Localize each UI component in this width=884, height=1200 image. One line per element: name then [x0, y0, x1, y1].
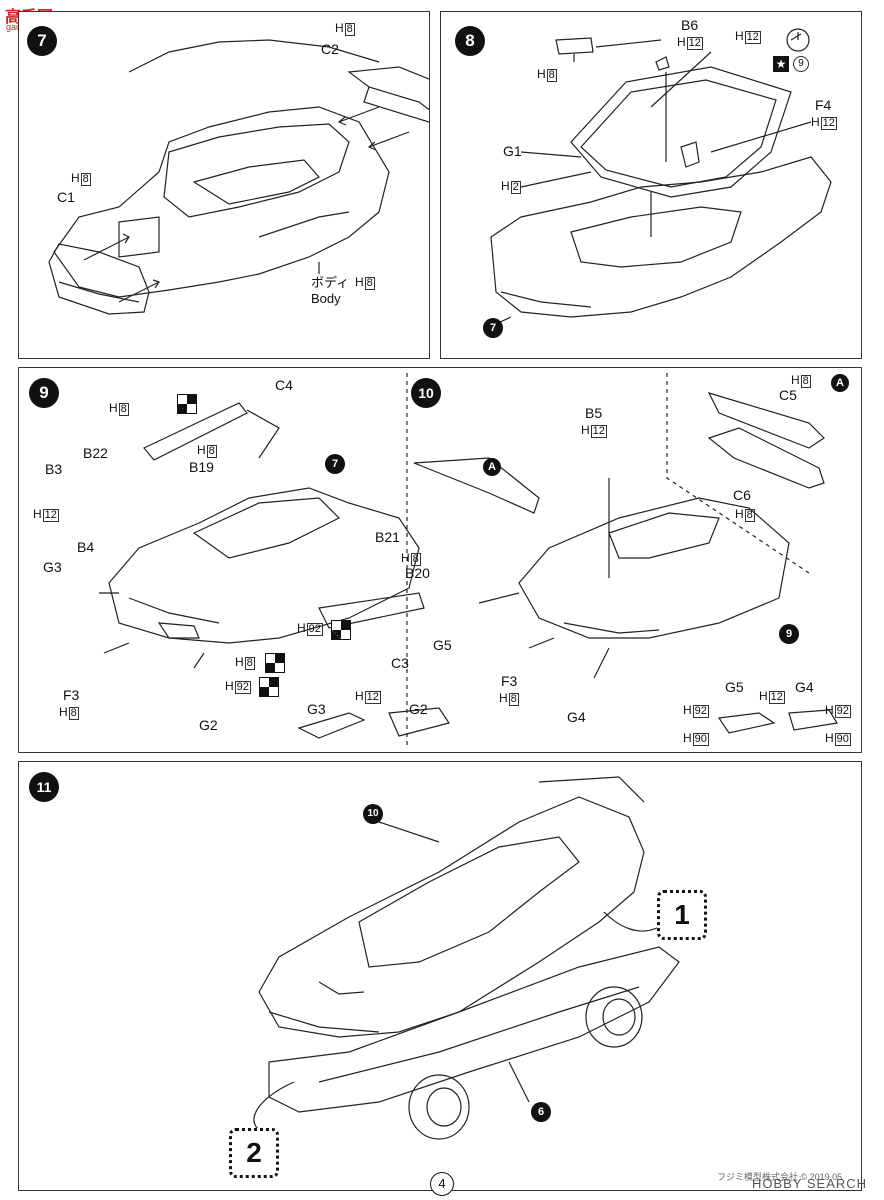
callout-2: 2: [229, 1128, 279, 1178]
part-label-g2-ring: G2: [409, 701, 428, 717]
part-label-b6: B6: [681, 17, 699, 33]
part-label-b3: B3: [45, 461, 63, 477]
part-label-b21: B21: [375, 529, 400, 545]
source-watermark: HOBBY SEARCH: [752, 1176, 868, 1191]
page-number: 4: [430, 1172, 454, 1196]
ref-step-10: 10: [363, 804, 383, 824]
star-marker-icon: ★: [773, 56, 789, 72]
part-label-body-jp: ボディ: [311, 275, 350, 290]
ref-step-7: 7: [325, 454, 345, 474]
star-ref: 9: [793, 56, 809, 72]
part-label-g1: G1: [503, 143, 522, 159]
step-11-panel: 11 10 6 1 2 フジミ模型株式会社 © 2019.05: [18, 761, 862, 1191]
marker-a: A: [483, 458, 501, 476]
checker-decal-icon: [177, 394, 197, 414]
part-label-c3: C3: [391, 655, 409, 671]
part-label-c4: C4: [275, 377, 293, 393]
step-9-10-drawing: [99, 373, 838, 748]
callout-1: 1: [657, 890, 707, 940]
part-label-f4: F4: [815, 97, 832, 113]
ref-step-6: 6: [531, 1102, 551, 1122]
step-7-drawing: [48, 39, 429, 315]
part-label-c2: C2: [321, 41, 339, 57]
step-8-drawing: [490, 28, 832, 325]
part-label-b4: B4: [77, 539, 95, 555]
marker-a: A: [831, 374, 849, 392]
step-number: 9: [29, 378, 59, 408]
ref-step-7: 7: [483, 318, 503, 338]
part-label-f3: F3: [501, 673, 518, 689]
ref-step-9: 9: [779, 624, 799, 644]
part-label-g3-ring: G3: [307, 701, 326, 717]
part-label-g4-detail: G4: [795, 679, 814, 695]
part-label-c5: C5: [779, 387, 797, 403]
step-number-10: 10: [411, 378, 441, 408]
part-label-f3: F3: [63, 687, 80, 703]
part-label-b19: B19: [189, 459, 214, 475]
part-label-g4: G4: [567, 709, 586, 725]
part-label-c6: C6: [733, 487, 751, 503]
part-label-b22: B22: [83, 445, 108, 461]
checker-decal-icon: [259, 677, 279, 697]
step-11-drawing: [253, 776, 680, 1140]
part-label-g3: G3: [43, 559, 62, 575]
part-label-g2: G2: [199, 717, 218, 733]
checker-decal-icon: [265, 653, 285, 673]
part-label-g5: G5: [433, 637, 452, 653]
step-number: 11: [29, 772, 59, 802]
part-label-c1: C1: [57, 189, 75, 205]
part-label-body-en: Body: [311, 291, 341, 306]
step-number: 8: [455, 26, 485, 56]
part-label-g5-detail: G5: [725, 679, 744, 695]
part-label-b5: B5: [585, 405, 603, 421]
part-label-b20: B20: [405, 565, 430, 581]
copyright-credit: フジミ模型株式会社 © 2019.05: [717, 1172, 843, 1182]
checker-decal-icon: [331, 620, 351, 640]
step-number: 7: [27, 26, 57, 56]
